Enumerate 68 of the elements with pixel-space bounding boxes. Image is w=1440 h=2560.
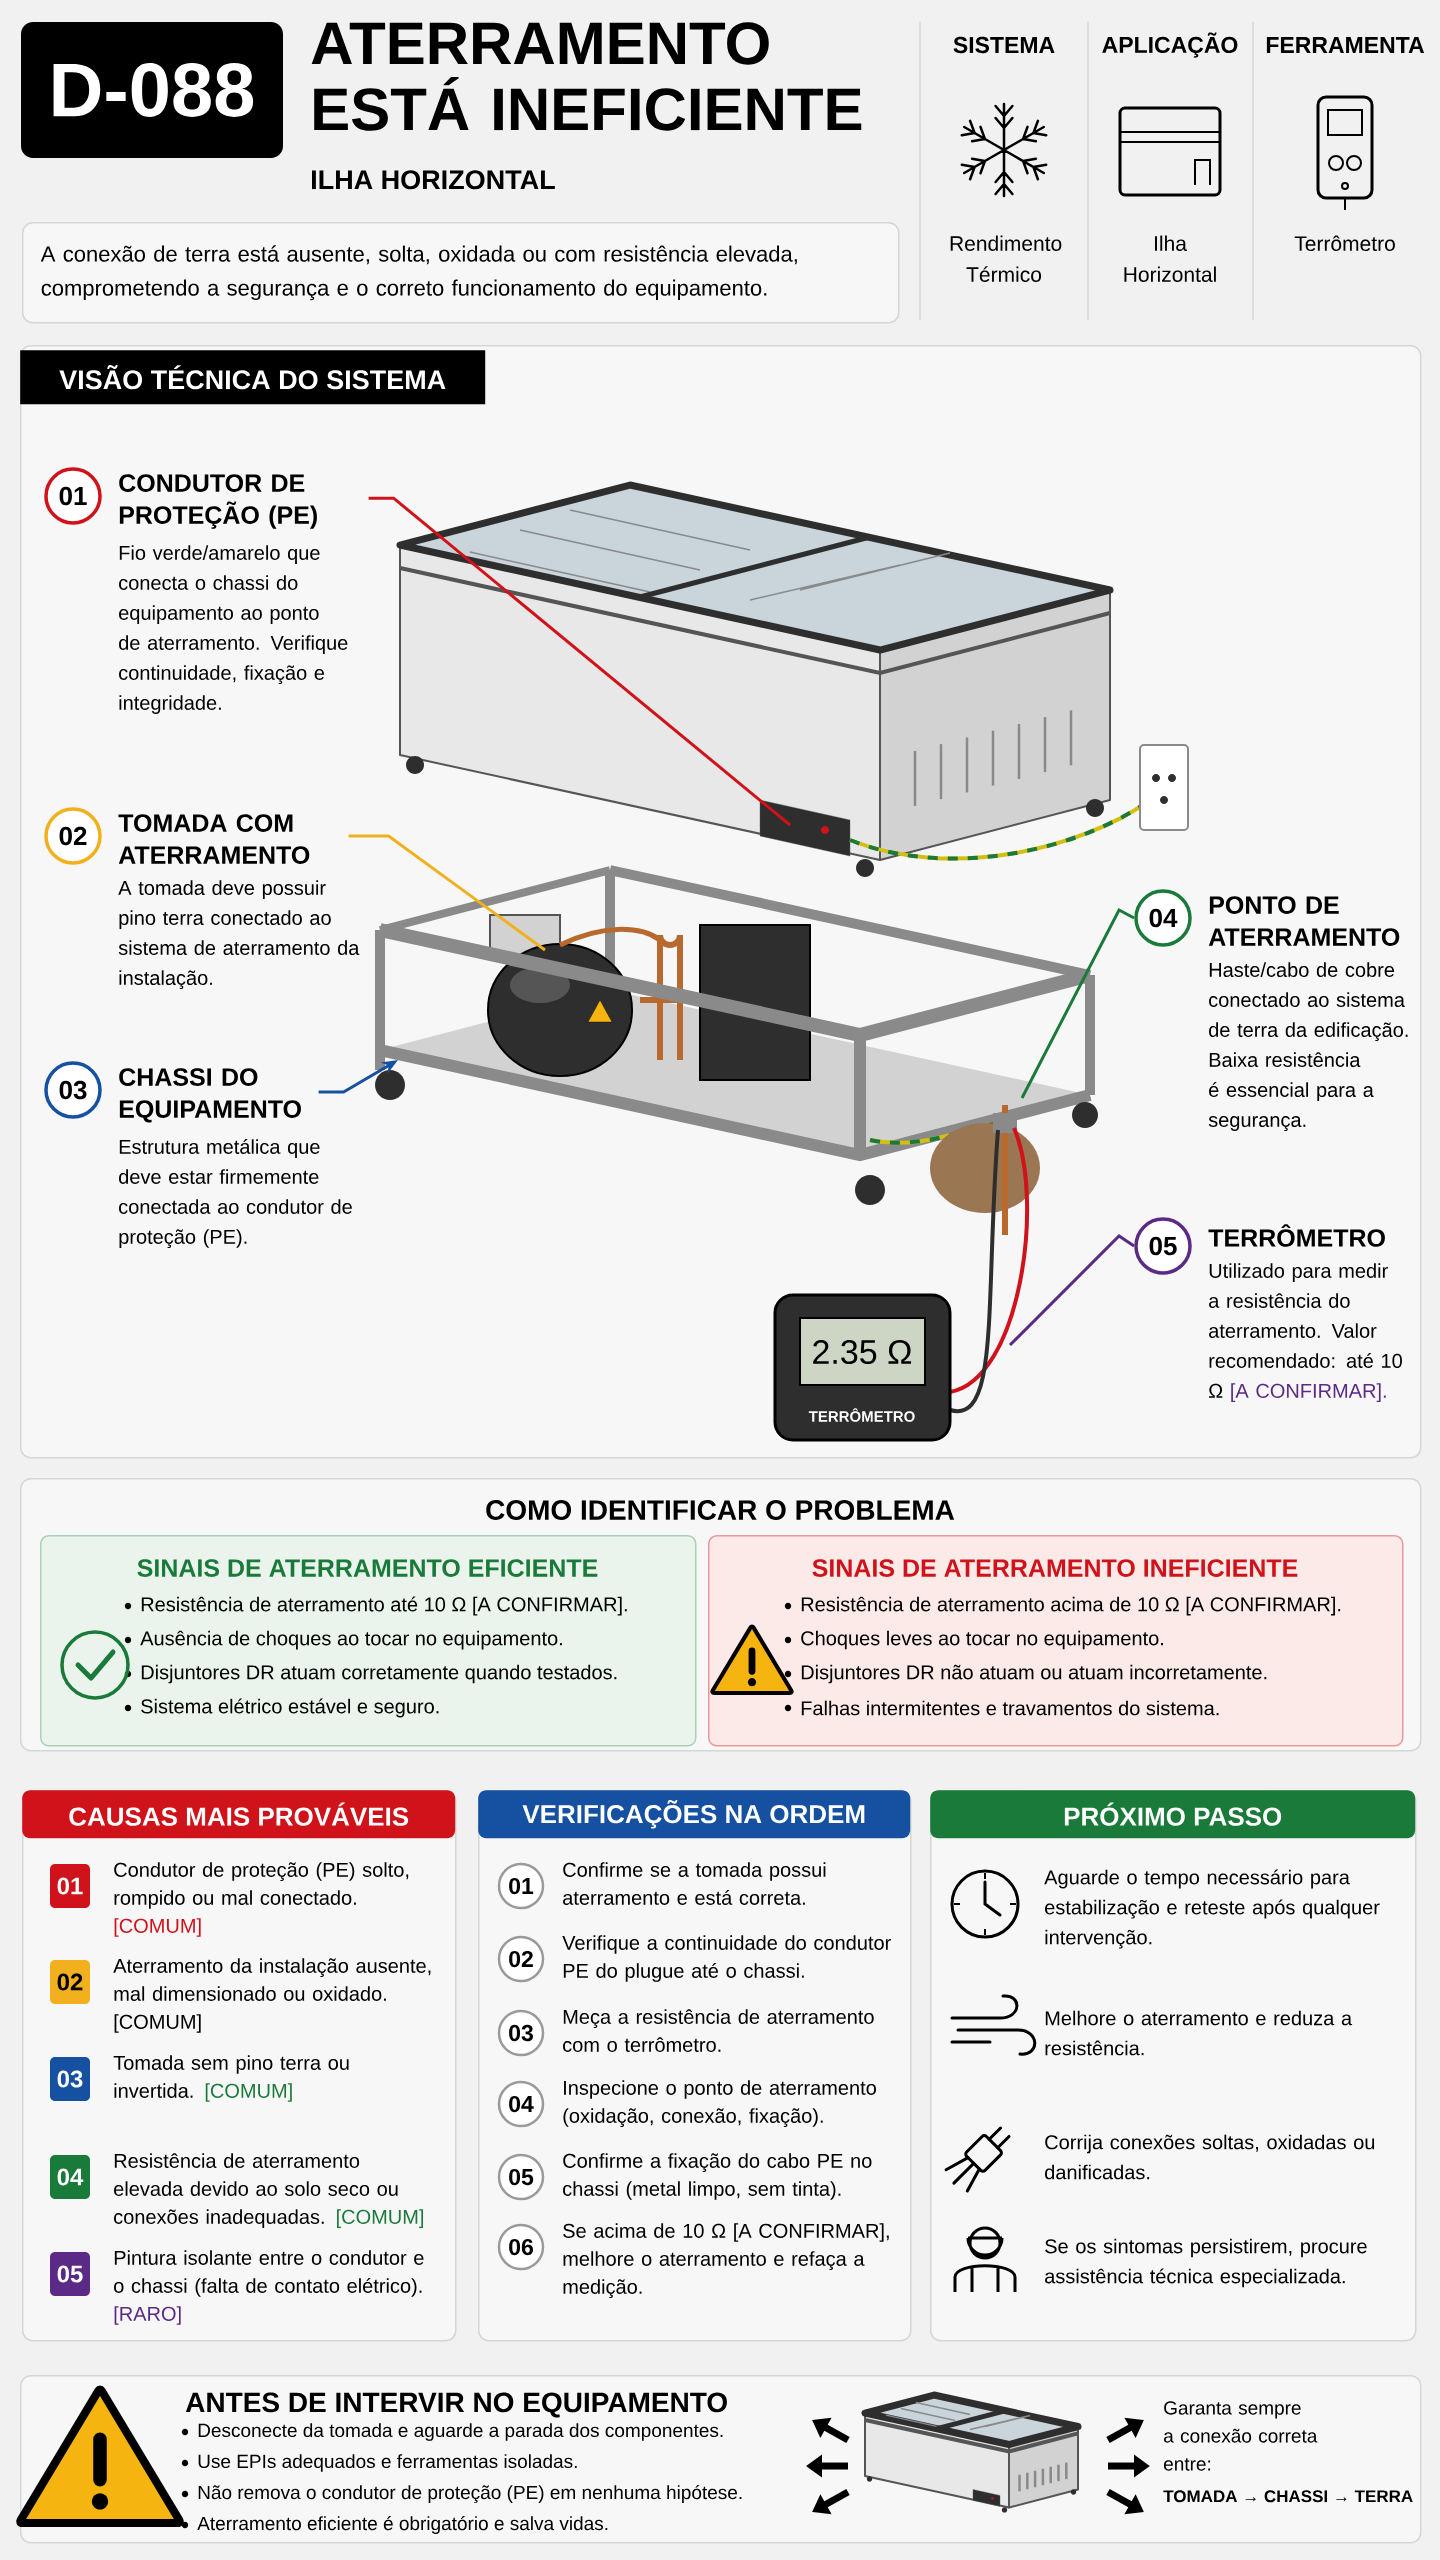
bullet-item: Use EPIs adequados e ferramentas isoladas. <box>198 2454 577 2472</box>
bullet-item: Falhas intermitentes e travamentos do sistema. <box>801 1700 1219 1716</box>
bullet-item: Choques leves ao tocar no equipamento. <box>801 1630 1163 1650</box>
bullet-item: Desconecte da tomada e aguarde a parada dos componentes. <box>198 2423 723 2441</box>
subtitle: ILHA HORIZONTAL <box>312 170 555 190</box>
check-step-text: Confirme se a tomada possui aterramento e está correta. <box>563 1862 826 1905</box>
card-heading: SINAIS DE ATERRAMENTO INEFICIENTE <box>812 1559 1298 1577</box>
number-badge: 04 <box>50 2155 90 2199</box>
column-caption: Rendimento Térmico <box>950 235 1062 282</box>
column-heading: SISTEMA <box>953 36 1055 54</box>
heading-tab: VISÃO TÉCNICA DO SISTEMA <box>20 350 486 405</box>
callout-heading: TOMADA COM ATERRAMENTO <box>118 814 310 864</box>
callout-heading: CONDUTOR DE PROTEÇÃO (PE) <box>119 474 317 529</box>
step-text: Corrija conexões soltas, oxidadas ou danificadas. <box>1045 2134 1375 2180</box>
code-badge: D-088 <box>21 22 283 158</box>
cause-text: Tomada sem pino terra ou invertida. [COMUM] <box>113 2055 349 2102</box>
callout-text: Haste/cabo de cobre conectado ao sistema de terra da edificação. Baixa resistência é essencial para a segurança. <box>1208 962 1408 1132</box>
leader-line <box>348 834 546 952</box>
callout-text: Estrutura metálica que deve estar firmemente conectada ao condutor de proteção (PE). <box>119 1139 352 1248</box>
callout-heading: CHASSI DO EQUIPAMENTO <box>119 1068 301 1123</box>
bullet-item: Não remova o condutor de proteção (PE) em nenhuma hipótese. <box>198 2485 742 2504</box>
section-heading: ANTES DE INTERVIR NO EQUIPAMENTO <box>185 2392 727 2418</box>
check-step-text: Confirme a fixação do cabo PE no chassi (metal limpo, sem tinta). <box>563 2153 872 2200</box>
bullet-item: Disjuntores DR não atuam ou atuam incorretamente. <box>801 1664 1267 1684</box>
column-caption: Terrômetro <box>1294 235 1395 252</box>
header-bar: PRÓXIMO PASSO <box>930 1790 1416 1839</box>
leader-line <box>368 496 791 827</box>
chain-text: TOMADA → CHASSI → TERRA <box>1163 2490 1413 2503</box>
callout-heading: PONTO DE ATERRAMENTO <box>1208 896 1400 946</box>
meter-reading: 2.35 Ω <box>813 1340 912 1365</box>
card-heading: SINAIS DE ATERRAMENTO EFICIENTE <box>137 1559 598 1577</box>
step-text: Se os sintomas persistirem, procure assistência técnica especializada. <box>1045 2238 1367 2288</box>
callout-text: Utilizado para medir a resistência do aterramento. Valor recomendado: até 10 Ω [A CONFIRMAR]. <box>1209 1263 1402 1402</box>
check-step-text: Se acima de 10 Ω [A CONFIRMAR], melhore o aterramento e refaça a medição. <box>563 2223 889 2298</box>
check-step-text: Inspecione o ponto de aterramento (oxidação, conexão, fixação). <box>563 2080 876 2127</box>
cause-text: Aterramento da instalação ausente, mal dimensionado ou oxidado. [COMUM] <box>113 1958 431 2033</box>
leader-line <box>1008 1234 1135 1347</box>
callout-text: Fio verde/amarelo que conecta o chassi do equipamento ao ponto de aterramento. Verifique continuidade, fixação e integridade. <box>119 545 348 714</box>
description-box: A conexão de terra está ausente, solta, oxidada ou com resistência elevada, comprometendo a segurança e o correto funcionamento do equipamento. <box>22 222 900 324</box>
meter-label: TERRÔMETRO <box>808 1408 915 1422</box>
header-bar: VERIFICAÇÕES NA ORDEM <box>478 1790 911 1839</box>
column-heading: APLICAÇÃO <box>1102 32 1238 58</box>
header-bar: CAUSAS MAIS PROVÁVEIS <box>22 1790 456 1839</box>
bullet-item: Disjuntores DR atuam corretamente quando testados. <box>141 1664 617 1684</box>
check-step-text: Verifique a continuidade do condutor PE do plugue até o chassi. <box>562 1935 891 1982</box>
cause-text: Pintura isolante entre o condutor e o chassi (falta de contato elétrico). [RARO] <box>114 2250 424 2325</box>
note-text: Garanta sempre a conexão correta entre: <box>1164 2401 1318 2471</box>
step-text: Melhore o aterramento e reduza a resistência. <box>1045 2010 1353 2056</box>
check-step-text: Meça a resistência de aterramento com o terrômetro. <box>563 2009 874 2052</box>
bullet-item: Resistência de aterramento até 10 Ω [A CONFIRMAR]. <box>141 1596 627 1616</box>
section-heading: COMO IDENTIFICAR O PROBLEMA <box>486 1500 955 1520</box>
number-badge: 03 <box>50 2057 90 2101</box>
cause-text: Resistência de aterramento elevada devido ao solo seco ou conexões inadequadas. [COMUM] <box>114 2153 424 2228</box>
step-text: Aguarde o tempo necessário para estabilização e reteste após qualquer intervenção. <box>1044 1869 1380 1949</box>
leader-line <box>1020 908 1135 1099</box>
number-badge: 01 <box>50 1864 90 1908</box>
bullet-item: Resistência de aterramento acima de 10 Ω [A CONFIRMAR]. <box>801 1596 1341 1616</box>
bullet-item: Ausência de choques ao tocar no equipamento. <box>140 1630 562 1650</box>
callout-text: A tomada deve possuir pino terra conectado ao sistema de aterramento da instalação. <box>118 880 360 990</box>
cause-text: Condutor de proteção (PE) solto, rompido ou mal conectado. [COMUM] <box>114 1862 409 1937</box>
column-caption: Ilha Horizontal <box>1124 235 1216 282</box>
bullet-item: Sistema elétrico estável e seguro. <box>141 1698 439 1718</box>
number-badge: 05 <box>50 2252 90 2296</box>
bullet-item: Aterramento eficiente é obrigatório e salva vidas. <box>197 2516 608 2534</box>
title: ATERRAMENTO ESTÁ INEFICIENTE <box>311 22 862 131</box>
callout-heading: TERRÔMETRO <box>1208 1224 1385 1247</box>
number-badge: 02 <box>50 1960 90 2004</box>
column-heading: FERRAMENTA <box>1266 37 1425 53</box>
